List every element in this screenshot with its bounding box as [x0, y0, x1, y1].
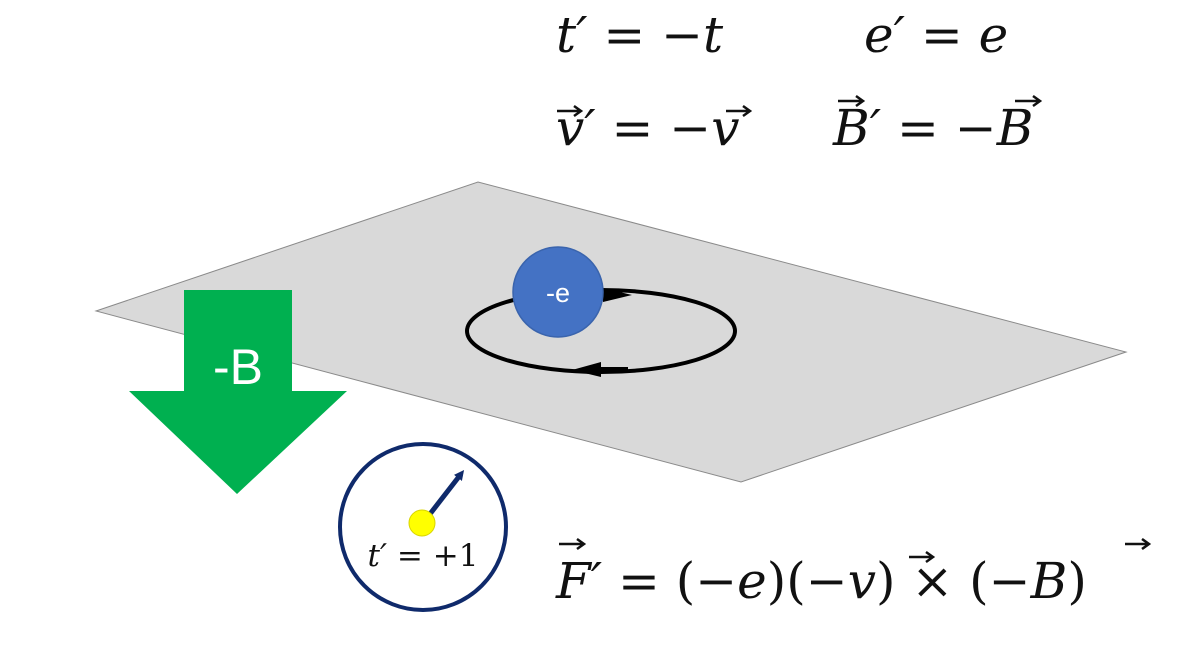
- orbit-arrow-reverse-shaft: [598, 367, 628, 372]
- electron: [512, 246, 604, 338]
- vector-arrow-icon: [726, 104, 753, 118]
- vector-arrow-icon: [1125, 537, 1152, 551]
- vector-arrow-icon: [838, 94, 866, 108]
- clock: t′ = +1: [338, 442, 508, 612]
- svg-text:F′ = (−e)(−v) × (−B): F′ = (−e)(−v) × (−B): [555, 552, 1087, 610]
- vector-arrow-icon: [1015, 94, 1043, 108]
- electron-label: -e: [546, 278, 570, 308]
- orbit-arrow-forward-shaft: [598, 292, 614, 298]
- svg-text:v′ = −v: v′ = −v: [556, 99, 739, 157]
- plane: [94, 181, 1128, 483]
- vector-arrow-icon: [559, 537, 587, 551]
- orbit-arrow-reverse-icon: [572, 362, 601, 377]
- equation-field: B′ = −B: [832, 94, 1043, 157]
- svg-text:B′ = −B: B′ = −B: [832, 99, 1033, 157]
- field-arrow-icon: [129, 290, 347, 494]
- equation-velocity: v′ = −v: [556, 99, 753, 157]
- vector-arrow-icon: [557, 104, 584, 118]
- clock-label: t′ = +1: [368, 538, 479, 574]
- orbit-arrow-forward-icon: [603, 288, 632, 302]
- equation-charge: e′ = e: [864, 6, 1008, 64]
- field-arrow-label: -B: [213, 339, 263, 395]
- clock-center: [408, 509, 436, 537]
- vector-arrow-icon: [909, 550, 936, 564]
- equation-time-reversal: t′ = −t: [556, 6, 724, 64]
- velocity-rhs: v: [711, 99, 739, 157]
- equation-force: F′ = (−e)(−v) × (−B): [555, 537, 1152, 610]
